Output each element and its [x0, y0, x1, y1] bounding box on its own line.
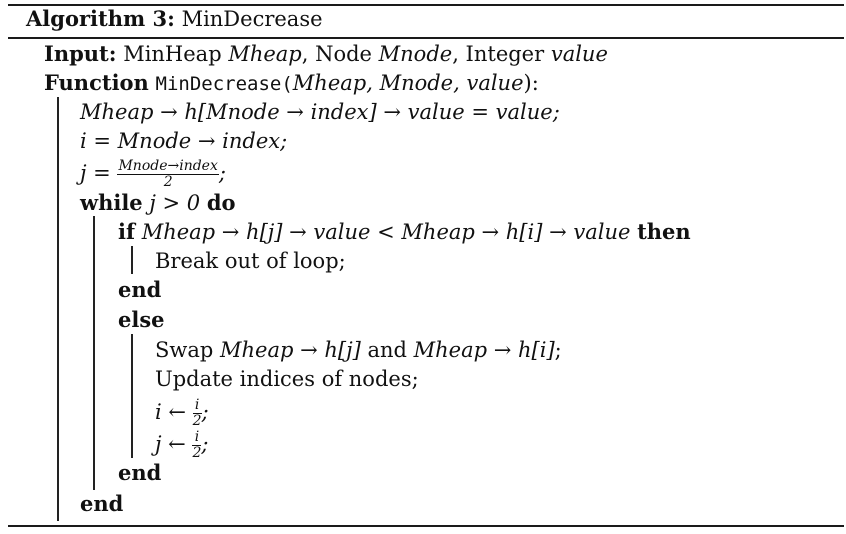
input-line: Input: MinHeap Mheap, Node Mnode, Intege…	[44, 41, 608, 67]
if-line: if Mheap → h[j] → value < Mheap → h[i] →…	[118, 219, 691, 245]
algorithm-caption: Algorithm 3: MinDecrease	[26, 6, 323, 32]
i-update-den: 2	[192, 413, 202, 429]
j-fraction-den: 2	[163, 174, 173, 190]
do-keyword: do	[206, 190, 236, 215]
then-body-bar	[131, 246, 133, 274]
swap-line: Swap Mheap → h[j] and Mheap → h[i];	[155, 337, 562, 363]
if-condition: Mheap → h[j] → value < Mheap → h[i] → va…	[135, 220, 638, 244]
j-update-end: ;	[201, 432, 209, 456]
function-body-bar	[57, 97, 59, 521]
while-line: while j > 0 do	[80, 190, 236, 216]
i-update-lhs: i ←	[155, 400, 193, 424]
j-update-den: 2	[192, 445, 202, 461]
while-body-bar	[93, 216, 95, 490]
input-var-value: value	[550, 42, 608, 66]
input-text-3: , Integer	[452, 42, 551, 66]
i-update-end: ;	[201, 400, 209, 424]
function-params: Mheap, Mnode, value	[292, 71, 524, 95]
input-keyword: Input:	[44, 41, 117, 66]
j-update-lhs: j ←	[155, 432, 193, 456]
function-close: ):	[523, 71, 539, 95]
swap-text-1: Swap	[155, 338, 220, 362]
then-keyword: then	[637, 219, 691, 244]
function-name: MinDecrease(	[155, 73, 293, 95]
update-line: Update indices of nodes;	[155, 367, 419, 391]
break-line: Break out of loop;	[155, 249, 346, 273]
j-fraction-num: Mnode→index	[117, 158, 219, 175]
end-if-line: end	[118, 277, 162, 302]
j-update-num: i	[192, 430, 202, 446]
function-keyword: Function	[44, 70, 149, 95]
swap-var-2: Mheap → h[i]	[413, 338, 555, 362]
line-assign-value: Mheap → h[Mnode → index] → value = value…	[80, 100, 560, 124]
bottom-rule	[8, 525, 844, 527]
end-else-line: end	[118, 460, 162, 485]
function-line: Function MinDecrease(Mheap, Mnode, value…	[44, 70, 539, 97]
while-condition: j > 0	[142, 191, 207, 215]
else-body-bar	[131, 334, 133, 458]
input-var-mheap: Mheap	[228, 42, 302, 66]
swap-var-1: Mheap → h[j]	[220, 338, 361, 362]
input-text-2: , Node	[301, 42, 379, 66]
if-keyword: if	[118, 219, 136, 244]
caption-rule	[8, 37, 844, 39]
top-rule	[8, 4, 844, 6]
j-end: ;	[218, 161, 226, 185]
algorithm-label: Algorithm 3:	[26, 6, 175, 31]
end-while-line: end	[80, 491, 124, 516]
while-keyword: while	[80, 190, 143, 215]
else-line: else	[118, 307, 165, 332]
algorithm-name: MinDecrease	[181, 7, 323, 31]
swap-text-2: and	[360, 338, 414, 362]
i-update-num: i	[192, 398, 202, 414]
line-assign-i: i = Mnode → index;	[80, 129, 288, 153]
input-var-mnode: Mnode	[378, 42, 453, 66]
j-lhs: j =	[80, 161, 118, 185]
input-text-1: MinHeap	[123, 42, 229, 66]
swap-end: ;	[554, 338, 562, 362]
